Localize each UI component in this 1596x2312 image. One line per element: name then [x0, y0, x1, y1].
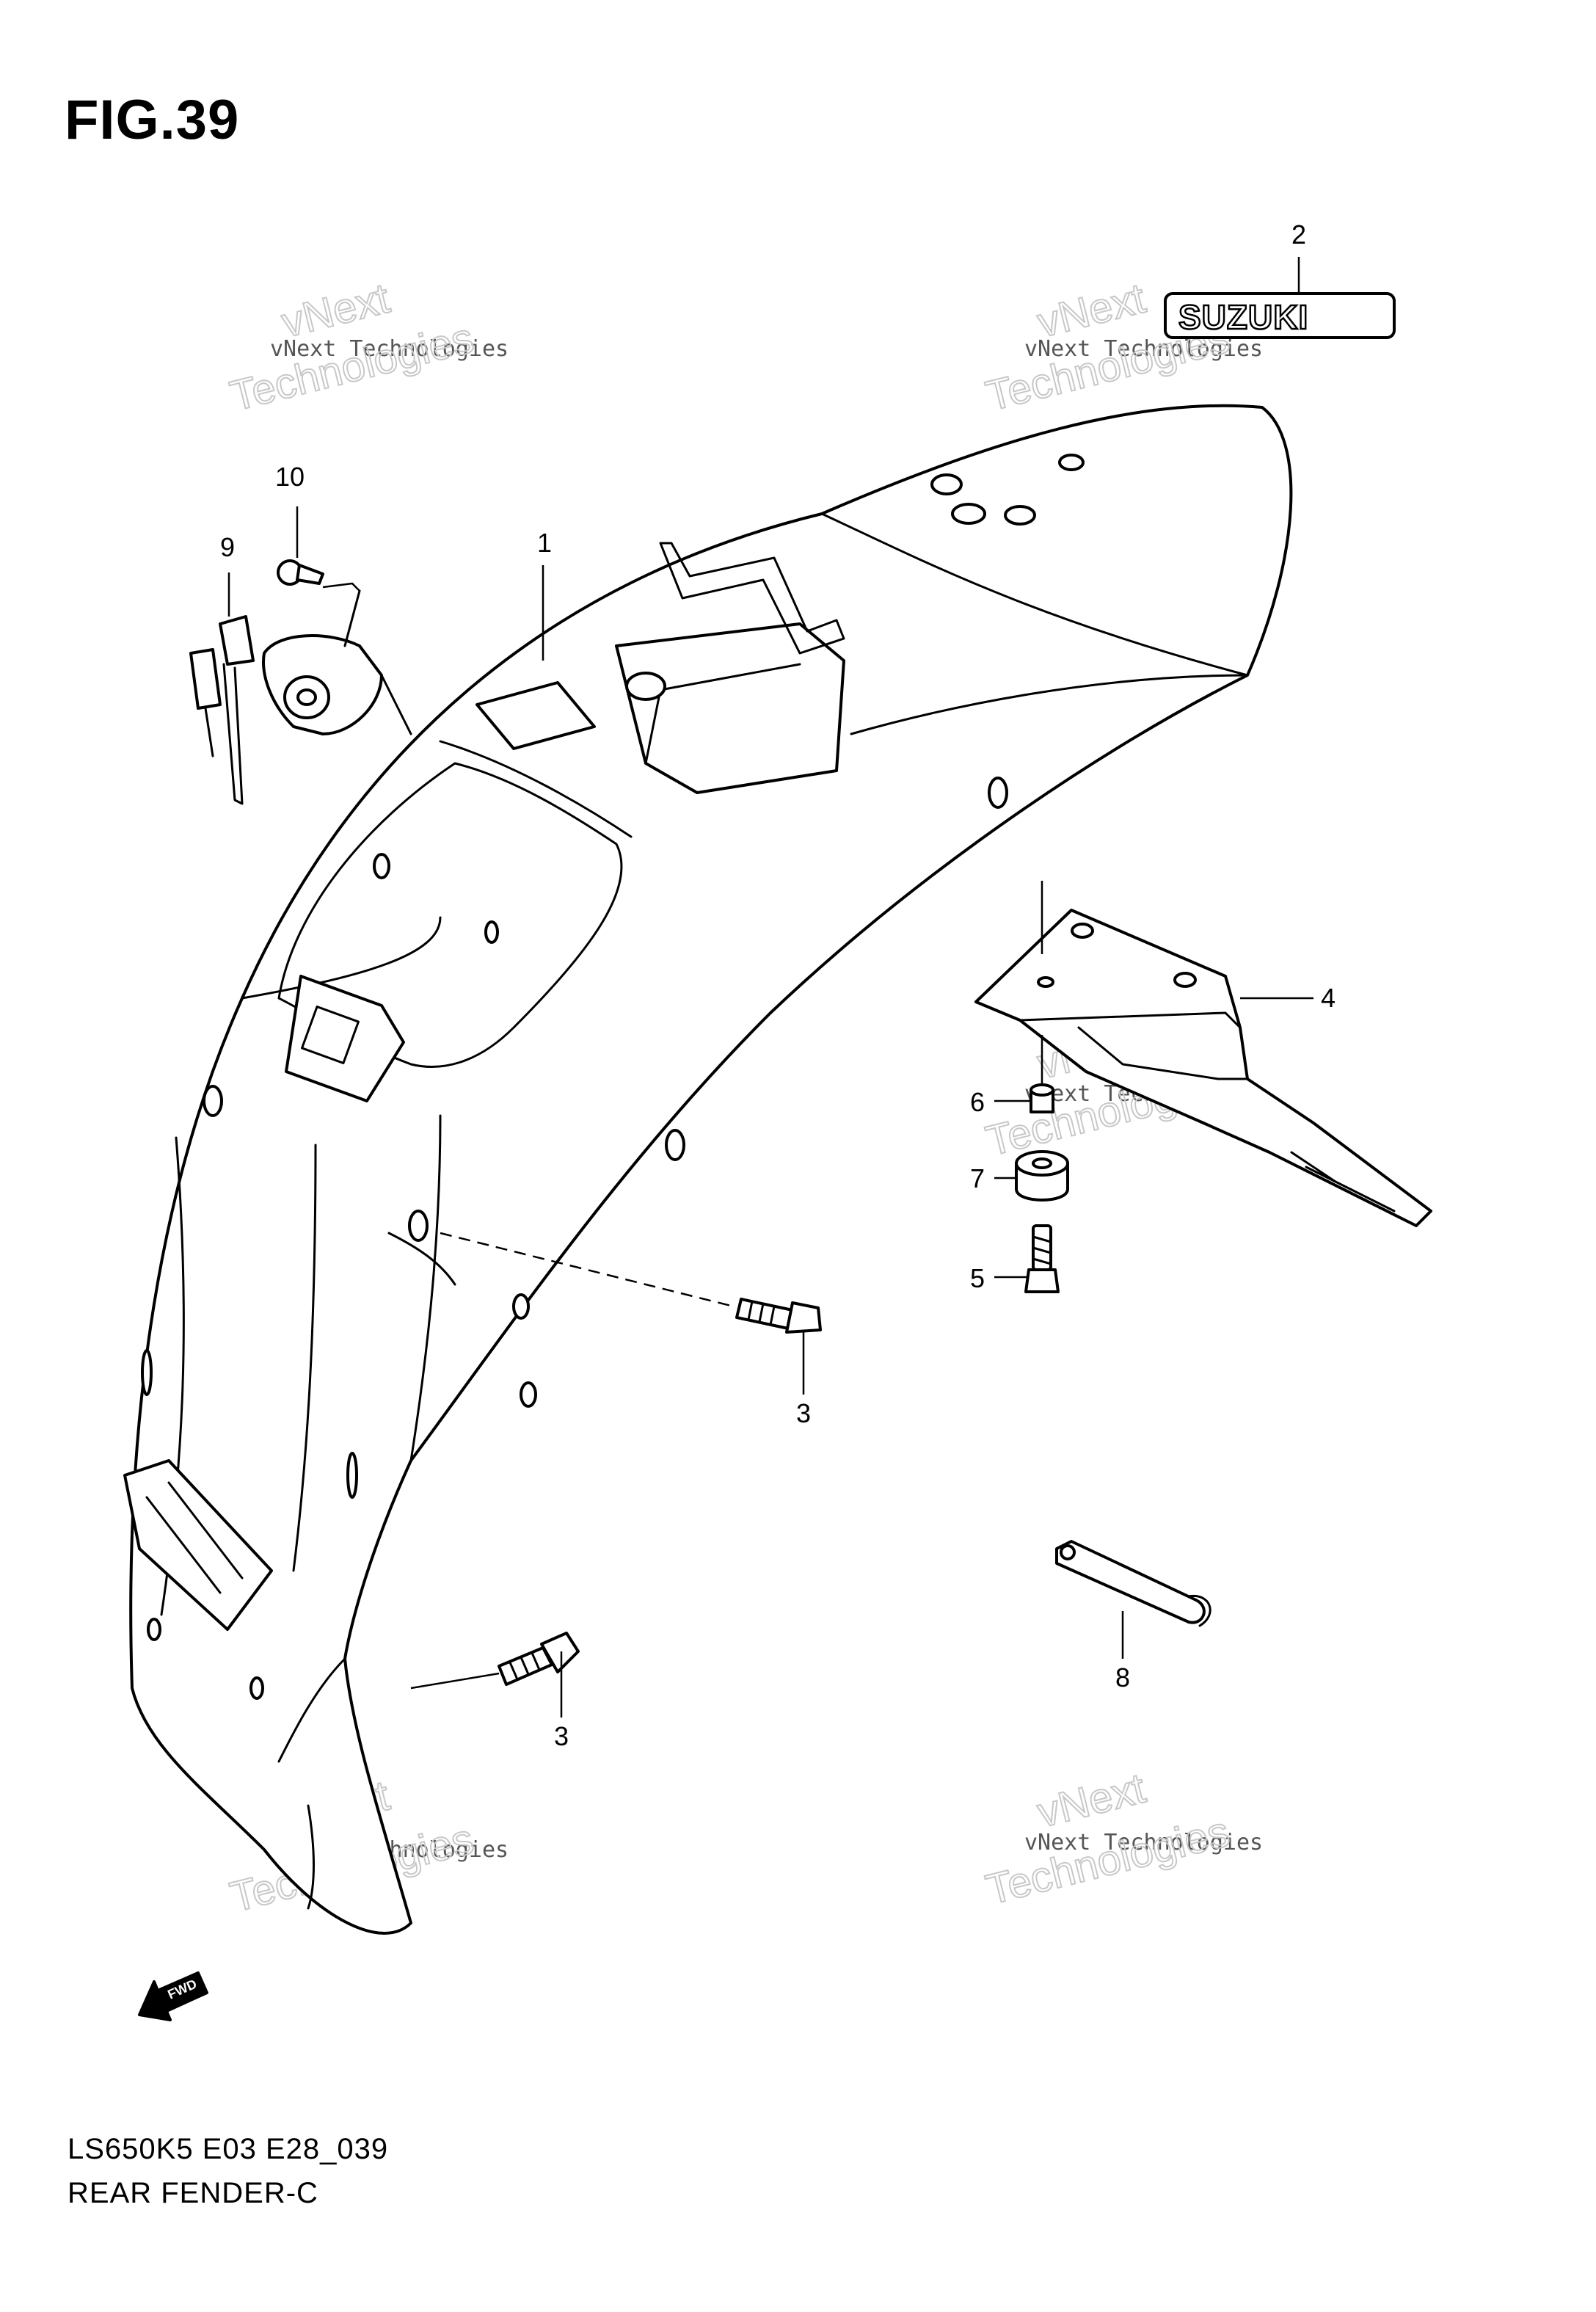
callout-4: 4	[1321, 983, 1336, 1013]
collar-6	[1030, 1083, 1054, 1113]
rear-fender	[123, 404, 1293, 1935]
callout-5: 5	[970, 1263, 985, 1293]
fwd-arrow-icon: FWD	[138, 1971, 208, 2021]
suzuki-logo-text: SUZUKI	[1178, 298, 1308, 336]
callout-1: 1	[537, 528, 552, 558]
callout-2: 2	[1291, 219, 1306, 250]
strap-8	[1055, 1540, 1211, 1627]
figure-title: FIG.39	[65, 89, 240, 151]
screw-10	[277, 559, 324, 586]
watermark-bottom-right: vNext vNext Technologies Technologies	[980, 1764, 1263, 1915]
svg-text:vNext Technologies: vNext Technologies	[1024, 336, 1263, 362]
callout-9: 9	[220, 532, 235, 562]
leader-lines	[227, 257, 1313, 1717]
svg-text:vNext: vNext	[1032, 1764, 1150, 1837]
bolt-3-upper	[735, 1298, 822, 1334]
callout-7: 7	[970, 1163, 985, 1193]
callout-3-lower: 3	[554, 1721, 569, 1751]
seat-lock-set	[189, 589, 412, 805]
figure-name: REAR FENDER-C	[68, 2177, 318, 2209]
bolt-3-lower	[498, 1632, 580, 1686]
grommet-7	[1015, 1150, 1069, 1202]
callout-8: 8	[1115, 1662, 1130, 1693]
model-code: LS650K5 E03 E28_039	[68, 2133, 389, 2165]
callout-10: 10	[275, 462, 305, 492]
callout-6: 6	[970, 1087, 985, 1117]
svg-text:vNext Technologies: vNext Technologies	[1024, 1830, 1263, 1855]
watermark-top-left: vNext vNext Technologies Technologies	[225, 274, 509, 421]
rear-bracket	[974, 909, 1432, 1227]
bolt-5	[1024, 1224, 1060, 1293]
callout-3-upper: 3	[796, 1398, 811, 1428]
svg-text:Technologies: Technologies	[981, 1808, 1234, 1914]
fender-holes	[141, 454, 1085, 1700]
svg-text:vNext Technologies: vNext Technologies	[270, 336, 509, 362]
suzuki-emblem: SUZUKI	[1164, 292, 1396, 339]
callout-labels: 1 2 3 3 4 5 6 7 8 9 10	[220, 219, 1336, 1751]
